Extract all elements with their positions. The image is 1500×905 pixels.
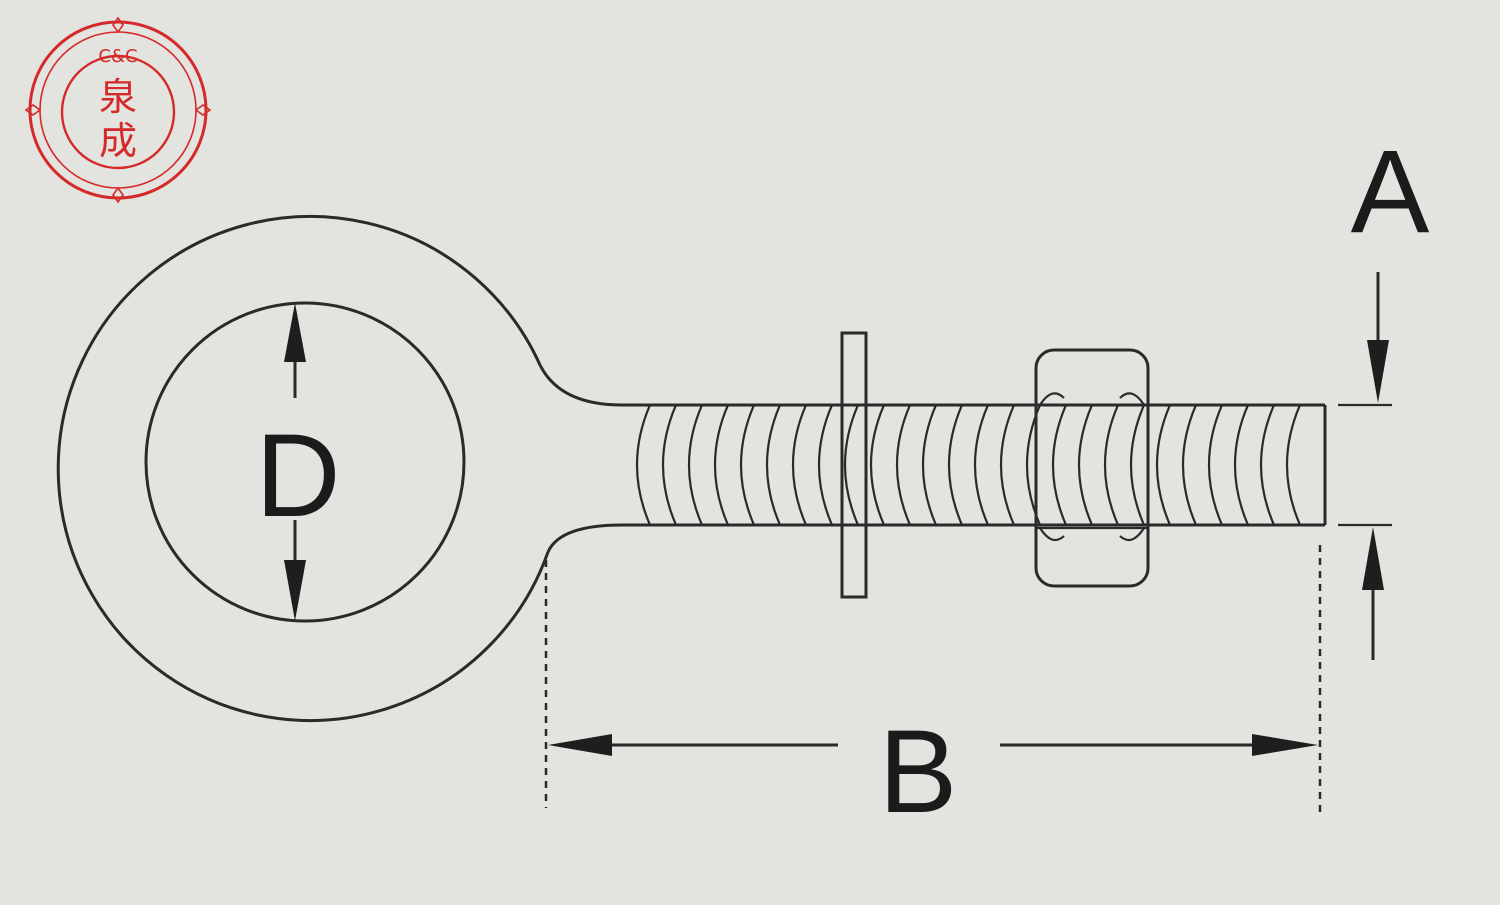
dimension-b: B — [544, 545, 1322, 838]
thread-crest — [661, 405, 678, 525]
thread-crest — [843, 405, 860, 525]
logo-top-text: C&C — [98, 46, 137, 67]
logo-char-2: 成 — [99, 119, 137, 163]
logo-char-1: 泉 — [99, 75, 137, 119]
washer — [840, 331, 868, 599]
thread-crest — [973, 405, 990, 525]
thread-crest — [895, 405, 912, 525]
thread-crest — [1207, 405, 1224, 525]
thread-crest — [1077, 405, 1094, 525]
thread-crest — [687, 405, 704, 525]
thread-crest — [713, 405, 730, 525]
thread-crest — [1181, 405, 1198, 525]
hex-nut — [1034, 348, 1150, 588]
thread-crest — [999, 405, 1016, 525]
dimension-d-arrow-up — [284, 303, 306, 362]
dimension-a-label: A — [1351, 126, 1430, 258]
thread-crest — [869, 405, 886, 525]
thread-crest — [1129, 405, 1146, 525]
thread-crest — [1233, 405, 1250, 525]
dimension-b-arrow-right — [1252, 734, 1318, 756]
dimension-a-arrow-up — [1362, 527, 1384, 590]
thread-crest — [1025, 405, 1042, 525]
thread-crest — [1155, 405, 1172, 525]
thread-crest — [635, 405, 652, 525]
dimension-b-arrow-left — [548, 734, 612, 756]
eye-ring-outer — [56, 215, 550, 722]
dimension-a: A — [1338, 126, 1430, 660]
thread-crest — [739, 405, 756, 525]
dimension-b-label: B — [879, 706, 958, 838]
thread-crest — [1285, 405, 1302, 525]
threaded-shank — [622, 403, 1327, 527]
thread-crest — [791, 405, 808, 525]
dimension-d-label: D — [255, 410, 340, 542]
thread-crest — [1103, 405, 1120, 525]
dimension-d-arrow-down — [284, 560, 306, 621]
thread-crest — [1051, 405, 1068, 525]
thread-crest — [765, 405, 782, 525]
thread-crest — [947, 405, 964, 525]
eye-ring-neck-bottom — [546, 523, 623, 553]
thread-crest — [1259, 405, 1276, 525]
eye-ring-neck-top — [538, 364, 623, 407]
thread-lines — [635, 405, 1302, 525]
dimension-d: D — [255, 303, 341, 621]
company-logo-stamp: C&C 泉 成 — [24, 16, 212, 204]
dimension-a-arrow-down — [1367, 340, 1389, 403]
eye-ring-inner — [144, 301, 466, 623]
thread-crest — [817, 405, 834, 525]
thread-crest — [921, 405, 938, 525]
